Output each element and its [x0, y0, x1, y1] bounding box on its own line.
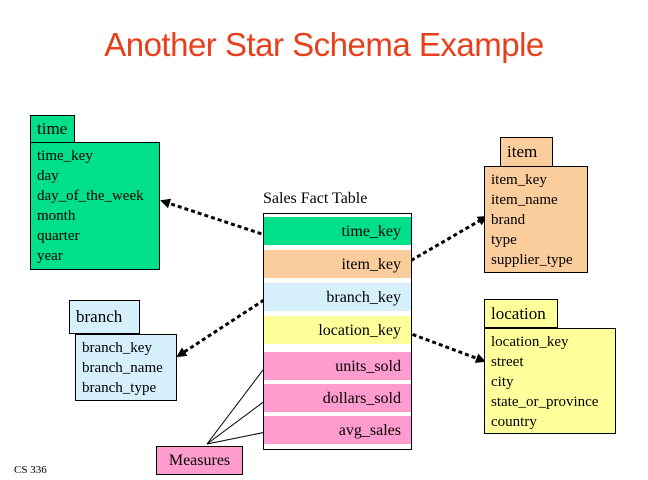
measures-label: Measures: [156, 446, 243, 475]
time-attr: time_key: [37, 148, 93, 164]
location-attr: street: [491, 354, 524, 370]
time-attr: quarter: [37, 228, 80, 244]
location-table-name: location: [484, 299, 558, 328]
fact-measure-row: units_sold: [264, 352, 411, 381]
branch-attr: branch_type: [82, 380, 157, 396]
location-attr: city: [491, 374, 514, 390]
link-branch: [176, 298, 265, 358]
measure-line-dollars: [206, 399, 267, 445]
time-table: time_key day day_of_the_week month quart…: [30, 142, 160, 270]
location-attr: country: [491, 414, 537, 430]
time-attr: day: [37, 168, 59, 184]
link-item: [404, 215, 488, 266]
location-table: location_key street city state_or_provin…: [484, 328, 616, 434]
item-table-name: item: [500, 137, 553, 167]
fact-measure-row: avg_sales: [264, 416, 411, 445]
fact-table-caption: Sales Fact Table: [263, 190, 368, 207]
footer-course: CS 336: [14, 464, 47, 476]
branch-attr: branch_name: [82, 360, 163, 376]
branch-table: branch_key branch_name branch_type: [75, 334, 177, 401]
item-attr: item_key: [491, 172, 547, 188]
fact-key-row: time_key: [264, 217, 411, 246]
measure-line-avg: [206, 431, 267, 445]
item-attr: item_name: [491, 192, 558, 208]
fact-key-row: item_key: [264, 250, 411, 279]
measure-line-units: [206, 365, 267, 445]
time-table-name: time: [30, 115, 75, 143]
time-attr: year: [37, 248, 63, 264]
item-attr: supplier_type: [491, 252, 573, 268]
link-time: [160, 198, 269, 238]
fact-key-row: branch_key: [264, 283, 411, 312]
fact-key-row: location_key: [264, 316, 411, 345]
location-attr: state_or_province: [491, 394, 599, 410]
time-attr: month: [37, 208, 76, 224]
item-attr: brand: [491, 212, 526, 228]
fact-measure-row: dollars_sold: [264, 384, 411, 413]
branch-table-name: branch: [69, 300, 140, 334]
item-table: item_key item_name brand type supplier_t…: [484, 166, 588, 273]
branch-attr: branch_key: [82, 340, 152, 356]
time-attr: day_of_the_week: [37, 188, 144, 204]
location-attr: location_key: [491, 334, 569, 350]
link-location: [405, 330, 486, 363]
page-title: Another Star Schema Example: [104, 26, 544, 63]
item-attr: type: [491, 232, 517, 248]
